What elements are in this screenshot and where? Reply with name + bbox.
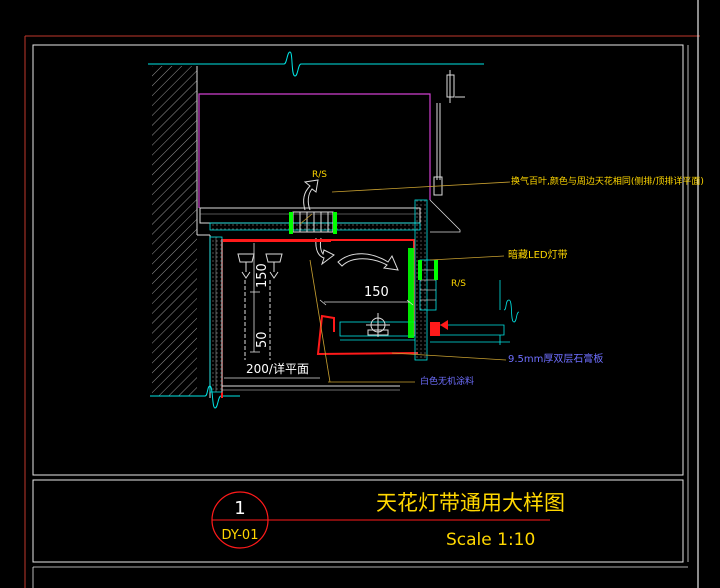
label-rs-top: R/S [312,170,327,180]
note-vent: 换气百叶,颜色与周边天花相同(侧排/顶排详平面) [511,175,704,187]
right-ceiling [429,199,520,345]
sheet-frame [24,0,700,588]
slab-line [148,51,484,77]
dimension-lines [224,243,414,379]
wall-break [150,385,240,409]
dim-150-vertical: 150 [255,263,270,288]
note-gypsum: 9.5mm厚双层石膏板 [508,352,603,365]
hanger-rod [433,70,465,196]
soffit-outline [198,93,431,208]
drawing-scale: Scale 1:10 [446,530,535,550]
detail-code: DY-01 [222,528,259,543]
dim-150-horizontal: 150 [364,285,389,300]
note-paint: 白色无机涂料 [420,375,474,387]
note-led: 暗藏LED灯带 [508,248,568,261]
label-rs-mid: R/S [451,279,466,289]
drawing-title: 天花灯带通用大样图 [376,491,565,515]
wall-hatching [152,66,211,398]
detail-number: 1 [234,498,245,519]
hanger-clips [237,253,283,360]
title-block: 1 DY-01 天花灯带通用大样图 Scale 1:10 [211,491,565,550]
vent-louvre [289,211,337,234]
ceiling-board [199,207,421,231]
dim-200: 200/详平面 [246,361,309,376]
airflow-arrows [303,179,399,271]
led-strip [408,248,438,338]
light-fixture [366,313,390,337]
dim-50: 50 [255,331,270,348]
leader-lines [299,181,511,383]
